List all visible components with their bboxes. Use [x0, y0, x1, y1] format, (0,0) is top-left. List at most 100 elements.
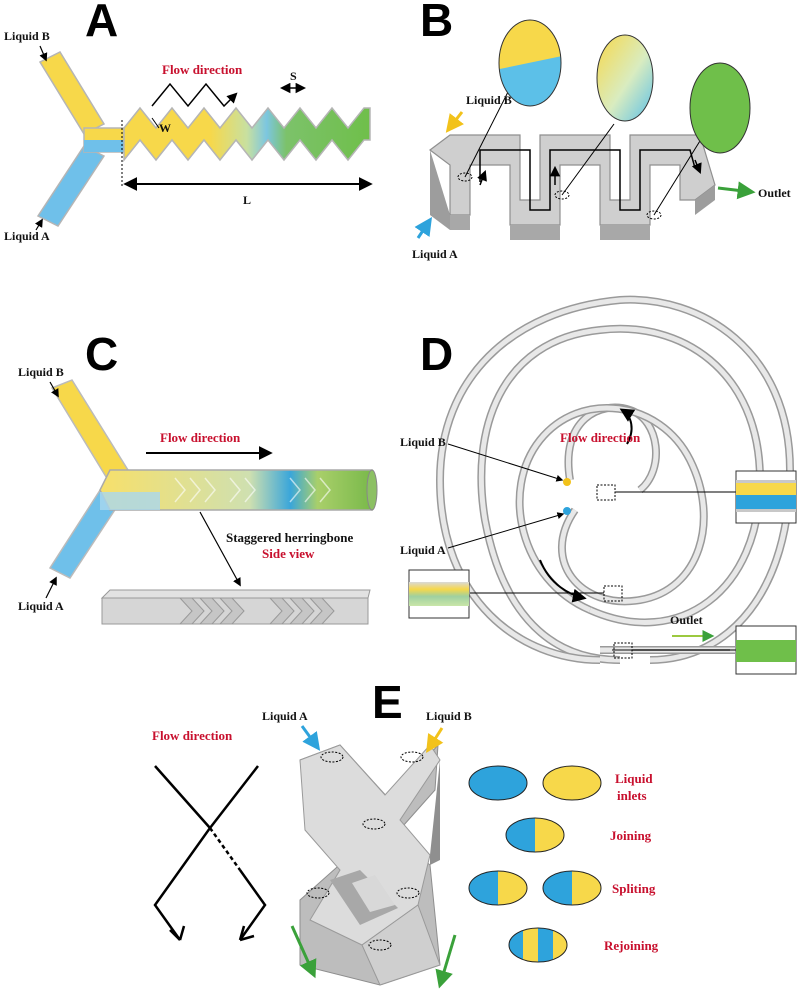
flow-arrow-d2 [539, 559, 587, 603]
mixer-sample-points [306, 751, 424, 951]
liquid-a-inlet-channel [36, 145, 106, 227]
liquid-a-label-e: Liquid A [262, 709, 308, 723]
flow-arrow-d1 [619, 408, 636, 445]
callout-line-3 [653, 127, 709, 216]
flow-direction-label-e: Flow direction [152, 728, 233, 743]
liquid-b-label-a: Liquid B [4, 29, 50, 43]
sample-box-d1 [596, 484, 616, 501]
panel-e: E Flow direction Liquid A [152, 676, 659, 989]
legend-inlet-b [542, 765, 602, 801]
outlet-label-d: Outlet [670, 613, 703, 627]
sample-point-2 [554, 190, 570, 200]
split-recombine-mixer [299, 743, 441, 986]
liquid-b-inlet-d [563, 478, 571, 486]
panel-letter-b: B [420, 0, 453, 46]
joining-label: Joining [610, 828, 652, 843]
flow-direction-label-d: Flow direction [560, 430, 641, 445]
liquid-b-label-e: Liquid B [426, 709, 472, 723]
l-label: L [243, 193, 251, 207]
liquid-b-pointer-c [49, 381, 59, 398]
liquid-b-pointer-a [39, 45, 48, 62]
channel-outlet-end-c [366, 469, 378, 511]
panel-a: A Flow direction W S L Liquid B Liquid A [4, 0, 373, 243]
panel-letter-e: E [372, 676, 403, 728]
herringbone-label: Staggered herringbone [226, 530, 353, 545]
legend-splitting-2 [542, 870, 602, 906]
liquid-a-label-a: Liquid A [4, 229, 50, 243]
panel-d: D Flow direction [400, 295, 797, 675]
herringbone-channel [99, 469, 373, 511]
zigzag-channel [123, 106, 371, 163]
liquid-a-arrow-e [300, 725, 321, 751]
liquid-b-pointer-d [447, 443, 564, 482]
liquid-b-arrow-b [445, 111, 464, 133]
flow-direction-label-c: Flow direction [160, 430, 241, 445]
junction-blue-layer [84, 140, 124, 152]
serpentine-channel-top [429, 134, 716, 226]
liquid-inlets-label-1: Liquid [615, 771, 653, 786]
crossing-flow-lines [153, 765, 267, 941]
w-label: W [159, 121, 171, 135]
section-blob-1 [498, 19, 562, 107]
serpentine-side-left [430, 150, 450, 230]
outlet-arrow-e1 [290, 925, 317, 979]
panel-letter-c: C [85, 328, 118, 380]
panel-c: C Flow direction Staggered herringbone S… [18, 328, 378, 625]
liquid-inlets-label-2: inlets [617, 788, 647, 803]
liquid-b-label-c: Liquid B [18, 365, 64, 379]
side-view-label: Side view [262, 546, 315, 561]
panel-letter-a: A [85, 0, 118, 46]
legend-joining [505, 817, 565, 853]
outlet-arrow-b [717, 181, 756, 200]
rejoining-label: Rejoining [604, 938, 659, 953]
herringbone-side-view [100, 589, 371, 599]
section-blob-3 [689, 62, 751, 154]
sample-point-3 [646, 210, 662, 220]
liquid-a-pointer-c [45, 576, 57, 599]
liquid-a-arrow-b [414, 217, 432, 239]
side-view-pointer [199, 511, 241, 587]
flow-arrowhead-e2 [238, 925, 255, 942]
panel-letter-d: D [420, 328, 453, 380]
serpentine-side-c [600, 225, 650, 240]
liquid-b-label-b: Liquid B [466, 93, 512, 107]
callout-line-1 [464, 87, 511, 178]
cross-section-d2 [408, 569, 470, 619]
flow-arrowhead-e1 [169, 925, 186, 941]
w-pointer [151, 117, 160, 129]
cross-section-d1 [735, 470, 797, 524]
spliting-label: Spliting [612, 881, 656, 896]
legend-inlet-a [468, 765, 528, 801]
legend-splitting-1 [468, 870, 528, 906]
serpentine-flow-path [479, 149, 696, 211]
panel-b: B Liquid B Liquid A [412, 0, 791, 261]
cross-section-d3 [735, 625, 797, 675]
flow-direction-label-a: Flow direction [162, 62, 243, 77]
flow-arrow-b1 [477, 170, 487, 186]
flow-arrow-b3 [691, 159, 702, 174]
liquid-a-label-b: Liquid A [412, 247, 458, 261]
serpentine-side-a [450, 215, 470, 230]
liquid-a-label-d: Liquid A [400, 543, 446, 557]
outlet-arrow-e2 [435, 934, 457, 989]
s-label: S [290, 69, 297, 83]
liquid-a-label-c: Liquid A [18, 599, 64, 613]
section-blob-2 [596, 34, 654, 122]
liquid-a-pointer-a [34, 218, 43, 231]
liquid-b-label-d: Liquid B [400, 435, 446, 449]
serpentine-side-b [510, 225, 560, 240]
liquid-a-pointer-d [447, 512, 565, 549]
liquid-a-inlet-d [563, 507, 571, 515]
liquid-b-inlet-c [50, 379, 130, 481]
serpentine-side-right [695, 185, 715, 215]
outlet-label-b: Outlet [758, 186, 791, 200]
legend-rejoining [508, 927, 568, 963]
liquid-b-arrow-e [426, 727, 444, 754]
blue-stream-c [100, 492, 160, 510]
side-view-chevrons [178, 597, 335, 625]
flow-direction-arrow [151, 82, 238, 108]
liquid-b-inlet-channel [38, 51, 106, 135]
callout-line-2 [561, 123, 615, 196]
herringbone-grooves [174, 477, 331, 503]
